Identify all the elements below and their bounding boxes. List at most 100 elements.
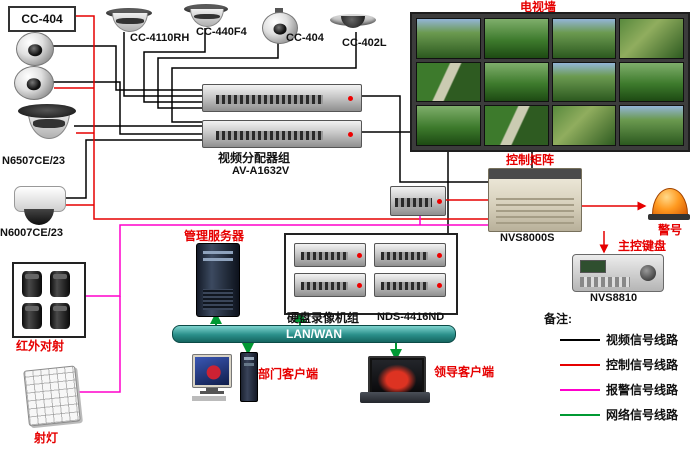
camera-band [194, 13, 220, 20]
connector-ports [300, 282, 349, 290]
matrix-vents [496, 195, 574, 224]
power-led-icon [356, 283, 362, 289]
server-grill [203, 288, 233, 311]
keyboard-screen [580, 260, 606, 274]
tv-screen [551, 105, 617, 146]
control-keyboard-label: 主控键盘 [618, 239, 667, 253]
power-led-icon [436, 283, 442, 289]
tv-screen [619, 61, 684, 103]
control-keyboard-model-label: NVS8810 [590, 292, 638, 304]
connector-ports [380, 282, 429, 290]
control-matrix-model-label: NVS8000S [500, 232, 555, 244]
alarm-signal-lines [78, 215, 488, 393]
leader-client-laptop-screen [368, 356, 426, 396]
camera-band [33, 119, 65, 128]
power-led-icon [437, 198, 443, 204]
camera-n6007-label: N6007CE/23 [0, 227, 63, 239]
tv-screen [416, 61, 481, 103]
spotlight-device [23, 365, 81, 427]
video-distributor-unit-2 [202, 120, 362, 148]
power-led-icon [356, 253, 362, 259]
department-client-tower [240, 352, 258, 402]
connector-ports [215, 130, 324, 140]
distributor-label: 视频分配器组 [218, 151, 291, 165]
dvr-unit-3 [294, 273, 366, 297]
control-keyboard-device [572, 254, 664, 292]
camera-lens-icon [26, 78, 42, 91]
legend-title: 备注: [544, 312, 572, 326]
flush-dome-camera-5 [341, 16, 365, 28]
tv-screen [551, 61, 617, 103]
tv-screen [483, 61, 549, 103]
legend-item-control: 控制信号线路 [560, 356, 678, 373]
alarm-beacon-label: 警号 [658, 223, 683, 237]
client-keyboard [192, 396, 226, 401]
legend-line-video [560, 338, 600, 341]
camera-cc402l-label: CC-402L [342, 37, 387, 49]
camera-cc440f4-label: CC-440F4 [196, 26, 247, 38]
legend-item-network: 网络信号线路 [560, 406, 678, 423]
monitor-stand [206, 388, 218, 391]
legend-label-control: 控制信号线路 [606, 358, 679, 372]
control-signal-lines [54, 15, 647, 254]
legend-label-video: 视频信号线路 [606, 333, 679, 347]
lan-wan-label: LAN/WAN [286, 327, 342, 341]
legend-line-network [560, 413, 600, 416]
tv-screen [483, 18, 549, 59]
dvr-unit-4 [374, 273, 446, 297]
legend-line-control [560, 363, 600, 366]
camera-cc404b-label: CC-404 [286, 32, 324, 44]
lan-wan-bus: LAN/WAN [172, 325, 456, 343]
connector-ports [380, 252, 429, 260]
dvr-unit-1 [294, 243, 366, 267]
infrared-detectors-box [12, 262, 86, 338]
infrared-detector [22, 303, 42, 329]
ptz-camera-body [14, 186, 66, 212]
sphere-camera-4 [262, 12, 298, 44]
camera-cc4110rh-label: CC-4110RH [130, 32, 190, 44]
legend-item-video: 视频信号线路 [560, 331, 678, 348]
infrared-detector [50, 271, 70, 297]
dome-camera-left-2 [14, 66, 54, 100]
tv-screen [416, 18, 481, 59]
server-slot [203, 251, 233, 255]
ptz-camera-dome [24, 209, 54, 225]
control-matrix-label: 控制矩阵 [506, 153, 555, 167]
connector-ports [300, 252, 349, 260]
monitor-screen [195, 357, 229, 385]
camera-n6507-label: N6507CE/23 [2, 155, 65, 167]
infrared-detector [50, 303, 70, 329]
legend-label-network: 网络信号线路 [606, 408, 679, 422]
alarm-beacon-base [648, 214, 690, 220]
tv-screen [619, 105, 684, 146]
legend-item-alarm: 报警信号线路 [560, 381, 678, 398]
spotlight-label: 射灯 [34, 431, 59, 445]
server-slot [203, 258, 233, 262]
dome-camera-1 [16, 32, 54, 66]
leader-client-label: 领导客户端 [434, 365, 495, 379]
tv-screen [619, 18, 684, 59]
management-server [196, 243, 240, 317]
connector-ports [395, 197, 433, 208]
connector-ports [215, 94, 324, 104]
tv-screen [416, 105, 481, 146]
department-client-label: 部门客户端 [258, 367, 319, 381]
camera-cc404-frame: CC-404 [8, 6, 76, 32]
matrix-top-panel [489, 169, 581, 179]
camera-cc404-label: CC-404 [21, 12, 63, 26]
dvr-model-label: NDS-4416ND [377, 311, 445, 323]
tv-wall [410, 12, 690, 152]
department-client-monitor [192, 354, 232, 388]
tv-wall-label: 电视墙 [520, 0, 557, 14]
power-led-icon [348, 95, 354, 101]
power-led-icon [436, 253, 442, 259]
legend-label-alarm: 报警信号线路 [606, 383, 679, 397]
infrared-label: 红外对射 [16, 339, 65, 353]
legend-line-alarm [560, 388, 600, 391]
tv-screen [551, 18, 617, 59]
camera-lens-icon [28, 44, 42, 57]
laptop-screen-image [372, 360, 422, 392]
camera-4-stem [275, 8, 283, 14]
distributor-model-label: AV-A1632V [232, 165, 290, 177]
